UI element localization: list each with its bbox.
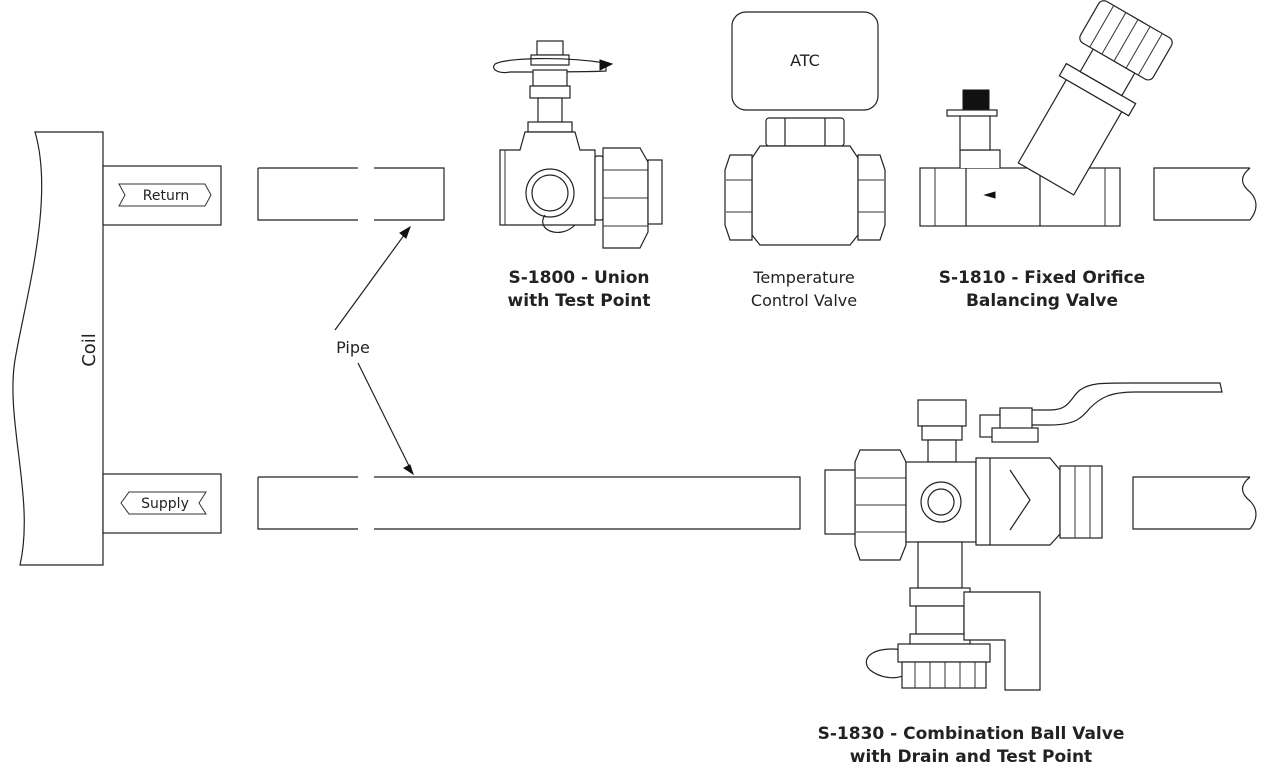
supply-pipes bbox=[257, 476, 1257, 530]
s1800-label-line1: S-1800 - Union bbox=[508, 268, 649, 288]
s1800-label-line2: with Test Point bbox=[508, 291, 651, 311]
return-tag-label: Return bbox=[143, 188, 189, 204]
s1810-balancing-valve bbox=[919, 0, 1173, 227]
supply-stub bbox=[102, 473, 222, 534]
coil bbox=[12, 131, 104, 566]
tcv-label-line1: Temperature bbox=[752, 268, 854, 287]
s1830-combination-ball-valve bbox=[824, 382, 1223, 691]
pipe-leader-arrows bbox=[334, 225, 414, 476]
return-tag bbox=[118, 183, 212, 207]
supply-tag bbox=[120, 491, 207, 515]
coil-label: Coil bbox=[79, 333, 100, 367]
s1830-label-line1: S-1830 - Combination Ball Valve bbox=[818, 724, 1125, 744]
s1830-label-line2: with Drain and Test Point bbox=[850, 747, 1092, 767]
s1810-label-line2: Balancing Valve bbox=[966, 291, 1118, 311]
return-stub bbox=[102, 165, 222, 226]
atc-label: ATC bbox=[790, 51, 820, 70]
tcv-label-line2: Control Valve bbox=[751, 291, 857, 310]
pipe-label: Pipe bbox=[336, 338, 370, 357]
s1810-label-line1: S-1810 - Fixed Orifice bbox=[939, 268, 1145, 288]
temperature-control-valve: ATC bbox=[724, 11, 886, 246]
return-pipes bbox=[257, 167, 1257, 221]
supply-tag-label: Supply bbox=[141, 496, 189, 512]
s1800-union-valve bbox=[493, 40, 663, 249]
